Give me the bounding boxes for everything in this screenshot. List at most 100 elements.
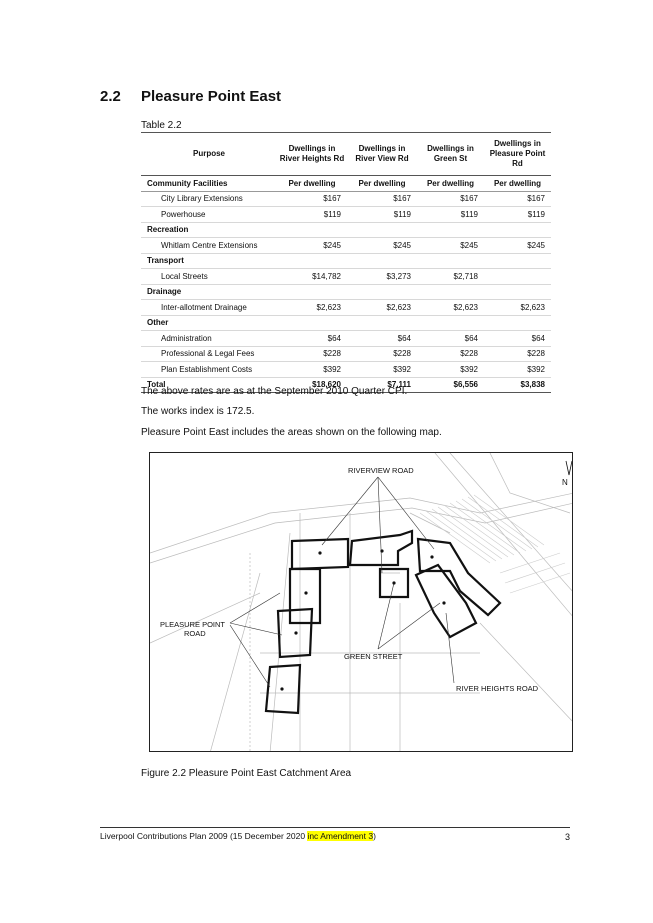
table-cell-rate: Per dwelling	[417, 175, 484, 192]
table-row: City Library Extensions$167$167$167$167	[141, 191, 551, 207]
table-cell-rate: $245	[484, 237, 551, 254]
table-cell-rate: $2,623	[347, 299, 417, 316]
table-row: Powerhouse$119$119$119$119	[141, 206, 551, 223]
table-category-row: Recreation	[141, 222, 551, 238]
map-label-pleasure-point-road: ROAD	[184, 629, 206, 638]
map-lot-markers	[280, 549, 446, 691]
section-title: Pleasure Point East	[141, 88, 282, 105]
header-green-st: Dwellings in Green St	[417, 132, 484, 176]
table-cell-rate	[277, 253, 347, 269]
map-label-green-street: GREEN STREET	[344, 652, 403, 661]
table-cell-purpose: Local Streets	[141, 268, 277, 285]
table-cell-rate: $228	[417, 346, 484, 362]
table-cell-rate	[417, 315, 484, 331]
table-cell-purpose: Other	[141, 315, 277, 331]
table-cell-rate: $392	[417, 361, 484, 378]
table-cell-rate	[277, 315, 347, 331]
table-cell-purpose: Total	[141, 377, 277, 393]
catchment-map-drawing: RIVERVIEW ROAD N PLEASURE POINT ROAD GRE…	[150, 453, 572, 751]
catchment-map: RIVERVIEW ROAD N PLEASURE POINT ROAD GRE…	[149, 452, 573, 752]
table-cell-rate	[417, 284, 484, 300]
table-cell-rate	[484, 268, 551, 285]
map-label-river-heights-road: RIVER HEIGHTS ROAD	[456, 684, 539, 693]
header-pleasure-point: Dwellings in Pleasure Point Rd	[484, 132, 551, 176]
table-cell-purpose: City Library Extensions	[141, 191, 277, 207]
table-cell-rate: $228	[484, 346, 551, 362]
table-row: Plan Establishment Costs$392$392$392$392	[141, 361, 551, 378]
table-cell-rate: $64	[417, 330, 484, 347]
map-label-pleasure-point: PLEASURE POINT	[160, 620, 225, 629]
page-number: 3	[565, 832, 571, 842]
table-total-row: Total$18,620$7,111$6,556$3,838	[141, 377, 551, 393]
header-river-view: Dwellings in River View Rd	[347, 132, 417, 176]
table-cell-rate	[347, 315, 417, 331]
table-cell-rate: $18,620	[277, 377, 347, 393]
table-cell-purpose: Powerhouse	[141, 206, 277, 223]
table-row: Administration$64$64$64$64	[141, 330, 551, 347]
table-cell-rate	[347, 253, 417, 269]
table-cell-rate: $119	[347, 206, 417, 223]
table-cell-rate: $2,623	[277, 299, 347, 316]
table-cell-purpose: Drainage	[141, 284, 277, 300]
table-cell-purpose: Administration	[141, 330, 277, 347]
table-category-row: Transport	[141, 253, 551, 269]
table-cell-rate: $2,623	[417, 299, 484, 316]
north-arrow-icon	[565, 460, 572, 476]
table-cell-rate: $119	[417, 206, 484, 223]
table-cell-rate	[347, 284, 417, 300]
table-cell-rate: $3,838	[484, 377, 551, 393]
table-cell-rate: $64	[347, 330, 417, 347]
map-north-label: N	[562, 478, 568, 487]
table-cell-rate: $14,782	[277, 268, 347, 285]
table-cell-purpose: Plan Establishment Costs	[141, 361, 277, 378]
table-cell-purpose: Inter-allotment Drainage	[141, 299, 277, 316]
table-row: Inter-allotment Drainage$2,623$2,623$2,6…	[141, 299, 551, 316]
table-cell-rate: $228	[347, 346, 417, 362]
table-cell-purpose: Professional & Legal Fees	[141, 346, 277, 362]
table-cell-purpose: Whitlam Centre Extensions	[141, 237, 277, 254]
table-cell-rate	[484, 315, 551, 331]
table-cell-rate: $3,273	[347, 268, 417, 285]
table-cell-rate: $167	[277, 191, 347, 207]
table-row: Local Streets$14,782$3,273$2,718	[141, 268, 551, 285]
table-cell-rate	[484, 253, 551, 269]
contributions-table: Purpose Dwellings in River Heights Rd Dw…	[141, 132, 551, 393]
table-category-row: Other	[141, 315, 551, 331]
table-cell-rate: $245	[347, 237, 417, 254]
table-cell-rate: $64	[277, 330, 347, 347]
table-cell-rate: Per dwelling	[347, 175, 417, 192]
table-cell-rate: Per dwelling	[484, 175, 551, 192]
paragraph-map-intro: Pleasure Point East includes the areas s…	[141, 427, 442, 438]
header-river-heights: Dwellings in River Heights Rd	[277, 132, 347, 176]
table-cell-rate: $119	[277, 206, 347, 223]
footer-plan-name: Liverpool Contributions Plan 2009 (15 De…	[100, 831, 308, 841]
table-cell-rate: $2,718	[417, 268, 484, 285]
table-cell-rate	[347, 222, 417, 238]
table-cell-rate: $2,623	[484, 299, 551, 316]
table-cell-rate: $119	[484, 206, 551, 223]
table-cell-rate	[484, 222, 551, 238]
footer-close-paren: )	[373, 831, 376, 841]
table-cell-rate	[277, 284, 347, 300]
table-cell-rate: $167	[347, 191, 417, 207]
table-cell-rate: $64	[484, 330, 551, 347]
footer-divider	[100, 827, 570, 828]
figure-caption: Figure 2.2 Pleasure Point East Catchment…	[141, 768, 352, 779]
table-row: Whitlam Centre Extensions$245$245$245$24…	[141, 237, 551, 254]
table-cell-rate: $167	[417, 191, 484, 207]
table-cell-rate: $245	[417, 237, 484, 254]
map-label-riverview-road: RIVERVIEW ROAD	[348, 466, 414, 475]
table-caption: Table 2.2	[141, 120, 182, 131]
paragraph-works-index: The works index is 172.5.	[141, 406, 255, 417]
paragraph-cpi: The above rates are as at the September …	[141, 386, 408, 397]
table-cell-rate	[484, 284, 551, 300]
header-purpose: Purpose	[141, 132, 277, 176]
table-cell-rate: $245	[277, 237, 347, 254]
table-cell-purpose: Transport	[141, 253, 277, 269]
table-cell-rate	[277, 222, 347, 238]
footer-text: Liverpool Contributions Plan 2009 (15 De…	[100, 831, 376, 841]
table-cell-rate: $228	[277, 346, 347, 362]
table-category-row: Drainage	[141, 284, 551, 300]
table-cell-purpose: Community Facilities	[141, 175, 277, 192]
